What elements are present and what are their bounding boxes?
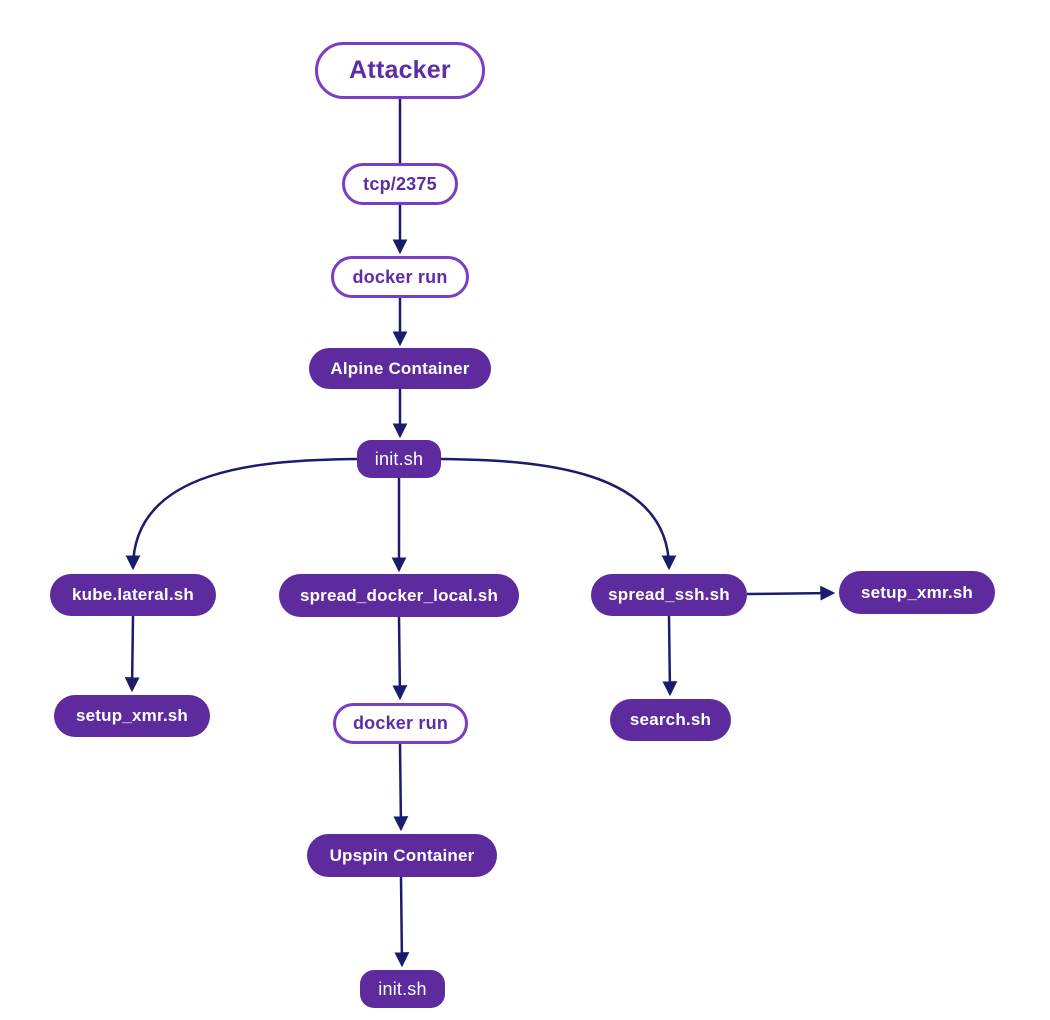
edge-spread-docker-local-to-docker-run-2 <box>392 616 408 701</box>
edge-init-sh-1-to-spread-ssh-sh <box>440 457 677 571</box>
node-docker-run-2: docker run <box>333 703 468 744</box>
node-spread-docker-local-sh: spread_docker_local.sh <box>279 574 519 617</box>
node-upspin-container: Upspin Container <box>307 834 497 877</box>
node-search-sh: search.sh <box>610 699 731 741</box>
node-setup-xmr-sh-left: setup_xmr.sh <box>54 695 210 737</box>
node-docker-run-1: docker run <box>331 256 469 298</box>
node-spread-ssh-sh: spread_ssh.sh <box>591 574 747 616</box>
node-setup-xmr-sh-right: setup_xmr.sh <box>839 571 995 614</box>
edge-spread-ssh-to-search-sh <box>662 615 678 697</box>
node-init-sh-2: init.sh <box>360 970 445 1008</box>
edge-init-sh-1-to-kube-lateral-sh <box>125 457 358 571</box>
edge-docker-run-2-to-upspin-container <box>393 743 409 832</box>
node-attacker: Attacker <box>315 42 485 99</box>
edge-upspin-container-to-init-sh-2 <box>394 876 410 968</box>
node-kube-lateral-sh: kube.lateral.sh <box>50 574 216 616</box>
node-alpine-container: Alpine Container <box>309 348 491 389</box>
edge-kube-lateral-to-setup-xmr-left <box>124 615 140 693</box>
node-init-sh-1: init.sh <box>357 440 441 478</box>
edge-spread-ssh-to-setup-xmr-right <box>746 585 836 601</box>
node-tcp-2375: tcp/2375 <box>342 163 458 205</box>
